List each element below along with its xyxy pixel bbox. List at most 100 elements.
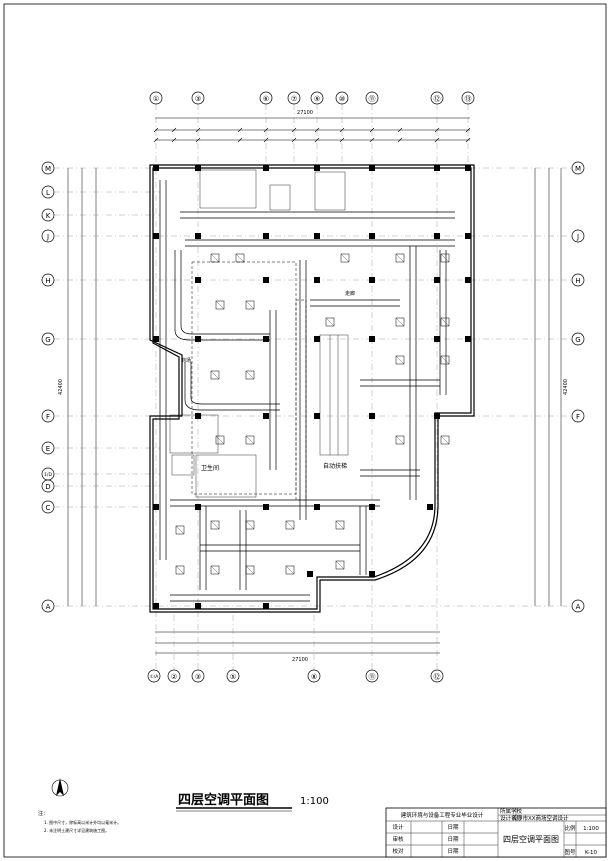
axis-bubble: ⑪ [365,91,379,105]
diffuser-icon [395,253,405,263]
axis-bubble: ③ [191,669,205,683]
tb-school-label: 所属学校 [500,807,523,815]
diffuser-cross [335,560,345,570]
axis-bubble: ③ [191,91,205,105]
svg-text:F: F [46,413,50,421]
bottom-axis-bubbles: ①/A ② ③ ⑤ ⑧ ⑪ ⑫ [147,669,444,683]
notes-block: 注： 1. 图中尺寸，除标高以米计外均以毫米计。 2. 未注明土建尺寸详见建筑施… [38,810,121,833]
dimension-tick [171,127,177,133]
axis-bubble: ①/A [147,669,161,683]
structural-column [465,336,471,342]
tb-sheet-label: 图号 [564,848,576,856]
diffuser-cross [210,520,220,530]
diffuser-cross [175,565,185,575]
left-axis-bubbles: M L K J H G F E 1/D D C A [41,161,55,613]
svg-text:E: E [46,445,50,453]
structural-column [195,603,201,609]
diffuser-icon [245,300,255,310]
axis-bubble: ⑩ [335,91,349,105]
diffuser-cross [215,300,225,310]
tb-row-label: 审核 [392,835,404,843]
svg-text:G: G [575,336,580,344]
left-total-dimension: 42400 [58,379,64,395]
structural-column [465,233,471,239]
diffuser-cross [215,435,225,445]
escalator-well [319,334,349,456]
diffuser-icon [325,317,335,327]
structural-column [465,165,471,171]
axis-bubble: G [41,332,55,346]
svg-text:⑩: ⑩ [339,95,345,103]
tb-scale-label: 比例 [564,824,576,832]
svg-text:⑬: ⑬ [465,95,472,103]
svg-text:②: ② [171,673,177,681]
dimension-tick [237,127,243,133]
structural-column [369,165,375,171]
structural-column [434,165,440,171]
svg-text:③: ③ [195,673,201,681]
label-corridor: 走廊 [345,290,355,297]
diffuser-cross [440,355,450,365]
structural-column [434,233,440,239]
axis-bubble: F [571,409,585,423]
axis-bubble: ⑥ [259,91,273,105]
svg-text:M: M [575,165,581,173]
svg-text:H: H [575,277,580,285]
top-axis-bubbles: ① ③ ⑥ ⑦ ⑨ ⑩ ⑪ ⑫ ⑬ [149,91,475,105]
diffuser-icon [245,520,255,530]
diffuser-icon [285,520,295,530]
structural-column [465,277,471,283]
left-dimension-area: 42400 [58,168,97,606]
svg-text:A: A [576,603,581,611]
diffuser-cross [395,435,405,445]
tb-scale-value: 1:100 [583,826,599,832]
drawing-scale: 1:100 [300,796,329,807]
structural-column [195,504,201,510]
tb-row-label: 日期 [447,836,459,843]
axis-bubble: ⑦ [287,91,301,105]
tb-row-label: 日期 [447,848,459,855]
dimension-tick [397,137,403,143]
axis-bubble: G [571,332,585,346]
axis-bubble: ⑧ [307,669,321,683]
axis-grid-lines [54,104,572,670]
duct-network [159,180,455,602]
structural-column [153,603,159,609]
diffuser-icon [210,520,220,530]
structural-column [434,336,440,342]
diffuser-icon [395,317,405,327]
axis-bubble: ⑤ [226,669,240,683]
diffuser-icon [175,565,185,575]
diffuser-icon [245,565,255,575]
structural-column [369,277,375,283]
axis-bubble: H [41,273,55,287]
svg-text:G: G [45,336,50,344]
right-dimension-area: 42400 [534,168,569,606]
axis-bubble: A [41,599,55,613]
svg-text:1/D: 1/D [44,472,52,478]
diffuser-icon [340,253,350,263]
axis-bubble: ⑫ [430,91,444,105]
building-walls [149,164,475,613]
diffuser-icon [335,560,345,570]
diffuser-icon [245,435,255,445]
diffuser-cross [210,253,220,263]
svg-text:A: A [46,603,51,611]
tb-sheet-value: K-10 [585,850,598,856]
axis-bubble: M [41,161,55,175]
diffuser-icon [245,370,255,380]
structural-column [195,413,201,419]
diffuser-icon [215,435,225,445]
svg-text:①: ① [153,95,159,103]
axis-bubble: F [41,409,55,423]
tb-design-name: 长沙市XX商场空调设计 [511,814,569,822]
axis-bubble: ② [167,669,181,683]
svg-text:⑧: ⑧ [311,673,317,681]
axis-bubble: 1/D [41,467,55,481]
axis-bubble: K [41,208,55,222]
note-line: 2. 未注明土建尺寸详见建筑施工图。 [44,827,109,833]
structural-column [195,336,201,342]
diffuser-cross [335,520,345,530]
diffuser-cross [245,435,255,445]
